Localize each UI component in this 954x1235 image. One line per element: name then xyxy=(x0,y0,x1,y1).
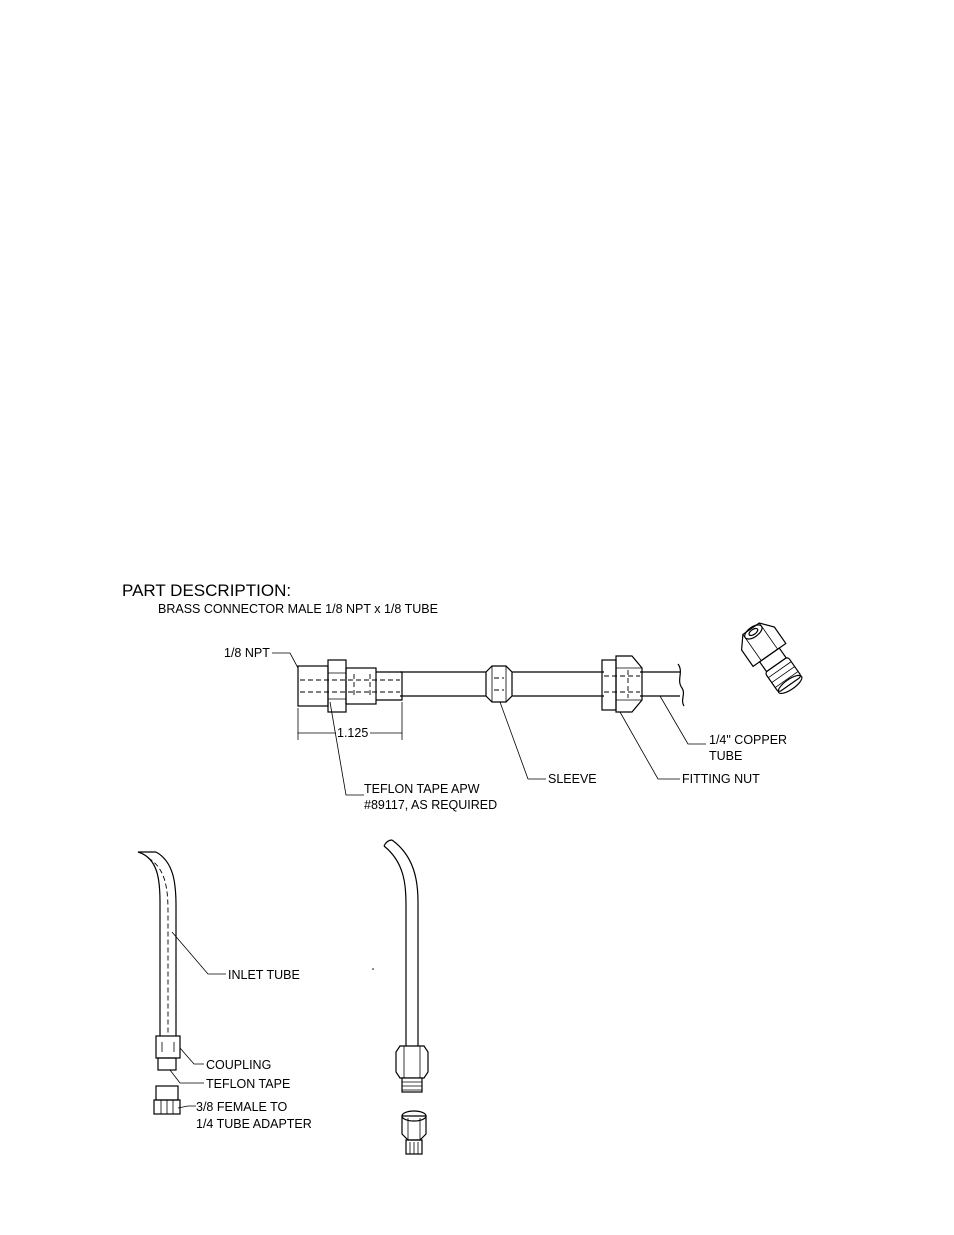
adapter-label-2: 1/4 TUBE ADAPTER xyxy=(196,1117,312,1131)
sleeve-part xyxy=(485,665,513,703)
inlet-tube-assembly: INLET TUBE COUPLING TEFLON TAPE 3/8 FEMA… xyxy=(137,851,312,1131)
brass-connector xyxy=(297,659,403,713)
connector-assembly: 1.125 1/8 NPT TEFLON TAPE APW #89117, AS… xyxy=(224,646,787,812)
copper-tube-label-2: TUBE xyxy=(709,749,742,763)
npt-label: 1/8 NPT xyxy=(224,646,270,660)
adapter-label-1: 3/8 FEMALE TO xyxy=(196,1100,288,1114)
inlet-tube-label: INLET TUBE xyxy=(228,968,300,982)
teflon-tape-part-number: #89117, AS REQUIRED xyxy=(364,798,497,812)
fitting-isometric-icon xyxy=(740,622,803,695)
fitting-nut-label: FITTING NUT xyxy=(682,772,760,786)
teflon-tape-apw-label: TEFLON TAPE APW xyxy=(364,782,480,796)
dimension-label: 1.125 xyxy=(337,726,368,740)
teflon-tape-label: TEFLON TAPE xyxy=(206,1077,290,1091)
sleeve-label: SLEEVE xyxy=(548,772,597,786)
adapter-isometric-icon xyxy=(401,1110,427,1155)
copper-tube-label-1: 1/4" COPPER xyxy=(709,733,787,747)
tube-adapter-part xyxy=(153,1085,181,1115)
part-description-subtitle: BRASS CONNECTOR MALE 1/8 NPT x 1/8 TUBE xyxy=(158,602,438,616)
fitting-nut-part xyxy=(601,655,643,713)
coupling-label: COUPLING xyxy=(206,1058,271,1072)
inlet-tube-side-view xyxy=(383,839,429,1155)
part-description-title: PART DESCRIPTION: xyxy=(122,581,291,600)
